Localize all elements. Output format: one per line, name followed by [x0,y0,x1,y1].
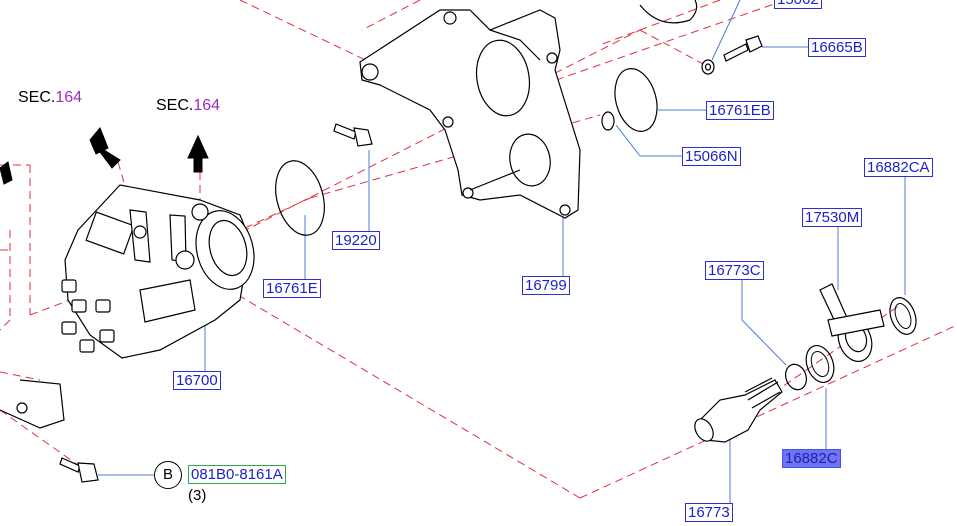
callout-circle: B [154,461,182,489]
pump-16700-shape [0,184,255,429]
part-label-16761eb[interactable]: 16761EB [706,101,774,120]
arrow-up-left-icon [89,127,121,169]
part-label-16773[interactable]: 16773 [685,503,733,522]
section-arrows [0,127,209,185]
part-label-16761e[interactable]: 16761E [263,279,321,298]
section-number: 164 [193,97,221,114]
bracket-16799-shape [359,9,581,219]
part-label-081b0-8161a[interactable]: 081B0-8161A [188,465,286,484]
arrow-up-icon [187,134,209,173]
part-label-16773c[interactable]: 16773C [705,261,764,280]
part-label-16799[interactable]: 16799 [522,276,570,295]
part-label-15062[interactable]: 15062 [774,0,822,9]
bolt-19220-shape [333,123,373,147]
bolt-081b0-shape [59,457,99,483]
quantity-text: (3) [188,487,207,504]
part-label-16700[interactable]: 16700 [173,371,221,390]
part-label-16882c[interactable]: 16882C [782,449,841,468]
part-label-19220[interactable]: 19220 [332,231,380,250]
sensor-16773-shape [694,377,783,443]
part-label-16882ca[interactable]: 16882CA [864,158,933,177]
section-prefix: SEC. [156,97,194,114]
part-label-16665b[interactable]: 16665B [808,38,866,57]
arrow-left-icon [0,161,13,185]
section-prefix: SEC. [18,89,56,106]
valve-17530m-shape [819,283,885,362]
gasket-16761e-shape [275,160,325,236]
section-link-right[interactable]: SEC.164 [156,97,220,115]
section-link-left[interactable]: SEC.164 [18,89,82,107]
part-label-15066n[interactable]: 15066N [682,147,741,166]
leader-lines [98,0,906,505]
gasket-16761eb-shape [614,68,658,132]
bolt-16665b-shape [701,35,763,75]
part-label-17530m[interactable]: 17530M [802,208,863,227]
section-number: 164 [55,89,83,106]
